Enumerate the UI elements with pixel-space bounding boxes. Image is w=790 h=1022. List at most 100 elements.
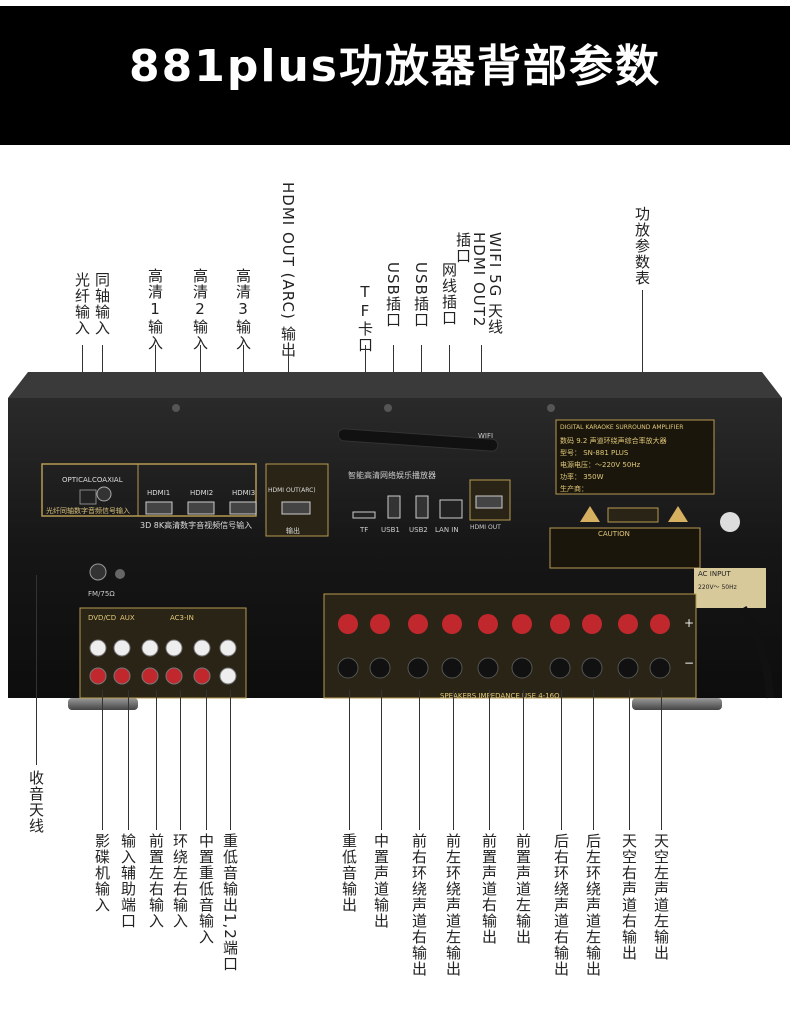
label-wifi-hdmi2: WIFI 5G 天线 HDMI OUT2插口 — [454, 232, 504, 336]
hdmi-out2-port — [475, 495, 503, 509]
usb1-port — [387, 495, 401, 519]
label-fr-surround: 前右环绕声道右输出 — [410, 833, 428, 977]
power-knob — [720, 512, 740, 532]
label-optical: 光纤输入 — [73, 272, 91, 336]
leader-sky-r — [629, 690, 630, 830]
ac-value: 220V～ 50Hz — [698, 584, 737, 591]
ac-input: AC INPUT — [698, 570, 731, 578]
screw — [172, 404, 180, 412]
label-front-l: 前置声道左输出 — [514, 833, 532, 945]
panel-hdmi-out-sub: 输出 — [286, 527, 300, 535]
ac-input-label — [694, 568, 766, 608]
caution-label: CAUTION — [598, 530, 630, 538]
panel-hdmi1: HDMI1 — [147, 489, 171, 497]
label-tf: TF卡口 — [356, 283, 374, 353]
spec-cn: 数码 9.2 声道环绕声综合率放大器 — [560, 437, 667, 445]
label-antenna: 收音天线 — [27, 770, 45, 834]
leader-fl-surround — [453, 690, 454, 830]
hdmi1-port — [145, 501, 173, 515]
panel-speaker-note: SPEAKERS IMPEDANCE USE 4-16Ω — [440, 692, 560, 700]
screw — [547, 404, 555, 412]
chassis-top-bevel — [8, 372, 782, 398]
leader-sky-l — [661, 690, 662, 830]
panel-digital-in: 光纤同轴数字音频信号输入 — [46, 507, 130, 515]
leader-fr-surround — [419, 690, 420, 830]
speaker-panel — [323, 593, 697, 699]
panel-hdmi2: HDMI2 — [190, 489, 214, 497]
rca-panel — [79, 607, 247, 699]
panel-hdmi-out2: HDMI OUT — [470, 524, 501, 531]
leader-aux — [128, 690, 129, 830]
screw — [384, 404, 392, 412]
label-lan: 网线插口 — [440, 262, 458, 326]
spec-title: DIGITAL KARAOKE SURROUND AMPLIFIER — [560, 424, 684, 431]
label-sub-out: 重低音输出1,2端口 — [221, 833, 239, 972]
panel-tf: TF — [360, 526, 369, 534]
label-dvd: 影碟机输入 — [93, 833, 111, 913]
leader-center — [381, 690, 382, 830]
tf-slot — [352, 511, 376, 519]
leader-front-l — [523, 690, 524, 830]
label-hdmi3: 高清3输入 — [234, 268, 252, 351]
panel-dvd: DVD/CD — [88, 614, 117, 622]
leader-surround-in — [180, 690, 181, 830]
spec-plate — [555, 419, 715, 495]
leader-sub — [349, 690, 350, 830]
spec-power: 电源电压：～220V 50Hz — [560, 461, 641, 469]
hdmi2-port — [187, 501, 215, 515]
label-rr-surround: 后右环绕声道右输出 — [552, 833, 570, 977]
digital-input-box — [41, 463, 257, 517]
title-banner — [0, 0, 790, 145]
polarity-plus: + — [684, 616, 695, 630]
banner-top-stripe — [0, 0, 790, 6]
hdmi3-port — [229, 501, 257, 515]
lan-port — [439, 499, 463, 519]
label-usb2: USB插口 — [412, 262, 430, 328]
panel-network-title: 智能高清网络娱乐播放器 — [348, 471, 436, 480]
label-front-r: 前置声道右输出 — [480, 833, 498, 945]
optical-port — [79, 489, 97, 505]
panel-wifi: WIFI — [478, 432, 494, 440]
speaker-terminals — [337, 614, 671, 679]
screw — [115, 569, 125, 579]
panel-lan: LAN IN — [435, 526, 459, 534]
panel-usb2: USB2 — [409, 526, 428, 534]
panel-optical: OPTICAL — [62, 476, 92, 484]
spec-model: 型号： SN-881 PLUS — [560, 449, 629, 457]
panel-coaxial: COAXIAL — [92, 476, 123, 484]
leader-rr-surround — [561, 690, 562, 830]
leader-sub-out — [230, 690, 231, 830]
label-center: 中置声道输出 — [372, 833, 390, 929]
leader-spec — [642, 290, 643, 420]
label-rl-surround: 后左环绕声道左输出 — [584, 833, 602, 977]
leader-center-sub-in — [206, 690, 207, 830]
label-sky-l: 天空左声道左输出 — [652, 833, 670, 961]
foot-left — [68, 698, 138, 710]
label-usb1: USB插口 — [384, 262, 402, 328]
leader-antenna — [36, 575, 37, 765]
spec-maker: 生产商： — [560, 485, 588, 493]
label-surround-in: 环绕左右输入 — [171, 833, 189, 929]
label-sub: 重低音输出 — [340, 833, 358, 913]
label-front-in: 前置左右输入 — [147, 833, 165, 929]
hdmi-out-arc-port — [281, 501, 311, 515]
label-hdmi2: 高清2输入 — [191, 268, 209, 351]
panel-hdmi3: HDMI3 — [232, 489, 256, 497]
label-spec-sheet: 功放参数表 — [633, 206, 651, 286]
leader-rl-surround — [593, 690, 594, 830]
label-sky-r: 天空右声道右输出 — [620, 833, 638, 961]
foot-right — [632, 698, 722, 710]
label-coaxial: 同轴输入 — [93, 272, 111, 336]
hdmi-out-arc-box — [265, 463, 329, 537]
wifi-antenna — [337, 428, 499, 452]
spec-watt: 功率： 350W — [560, 473, 604, 481]
rca-jacks — [89, 639, 237, 685]
polarity-minus: − — [684, 656, 695, 670]
caution-plate — [549, 527, 701, 569]
panel-aux: AUX — [120, 614, 135, 622]
page-title: 881plus功放器背部参数 — [129, 41, 661, 92]
panel-hdmi-out: HDMI OUT(ARC) — [268, 487, 316, 494]
label-fl-surround: 前左环绕声道左输出 — [444, 833, 462, 977]
label-hdmi1: 高清1输入 — [146, 268, 164, 351]
panel-usb1: USB1 — [381, 526, 400, 534]
